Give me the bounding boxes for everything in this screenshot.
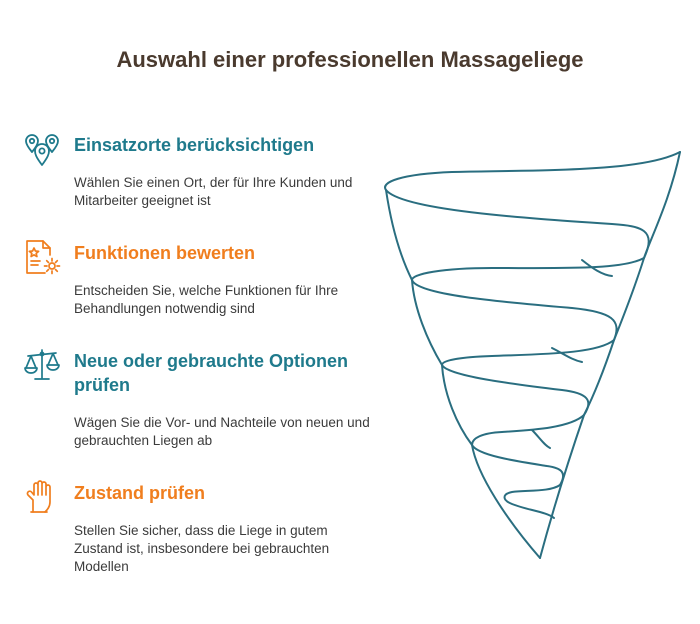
spiral-funnel-illustration <box>384 151 681 559</box>
funnel-outline-right <box>539 151 681 559</box>
document-gear-icon <box>26 240 61 275</box>
funnel-crease-3 <box>531 429 551 449</box>
funnel-ring-top <box>384 151 681 259</box>
funnel-ring-tip <box>503 484 561 519</box>
step-heading: Neue oder gebrauchte Optionen prüfen <box>74 351 349 395</box>
step-description: Entscheiden Sie, welche Funktionen für I… <box>74 283 339 316</box>
funnel-ring-3 <box>441 339 615 416</box>
funnel-ring-2 <box>411 257 645 341</box>
step-description: Wägen Sie die Vor- und Nachteile von neu… <box>74 415 370 448</box>
step-description: Stellen Sie sicher, dass die Liege in gu… <box>74 523 330 574</box>
location-pins-icon <box>25 134 59 166</box>
step-heading: Funktionen bewerten <box>74 243 256 263</box>
step-heading: Zustand prüfen <box>74 483 205 503</box>
funnel-crease-2 <box>551 347 583 363</box>
step-heading: Einsatzorte berücksichtigen <box>74 135 315 155</box>
hand-icon <box>26 480 51 513</box>
scales-icon <box>24 349 60 380</box>
step-description: Wählen Sie einen Ort, der für Ihre Kunde… <box>74 175 353 208</box>
funnel-crease-1 <box>581 259 613 277</box>
funnel-ring-4 <box>471 414 585 486</box>
page-title: Auswahl einer professionellen Massagelie… <box>116 47 584 72</box>
